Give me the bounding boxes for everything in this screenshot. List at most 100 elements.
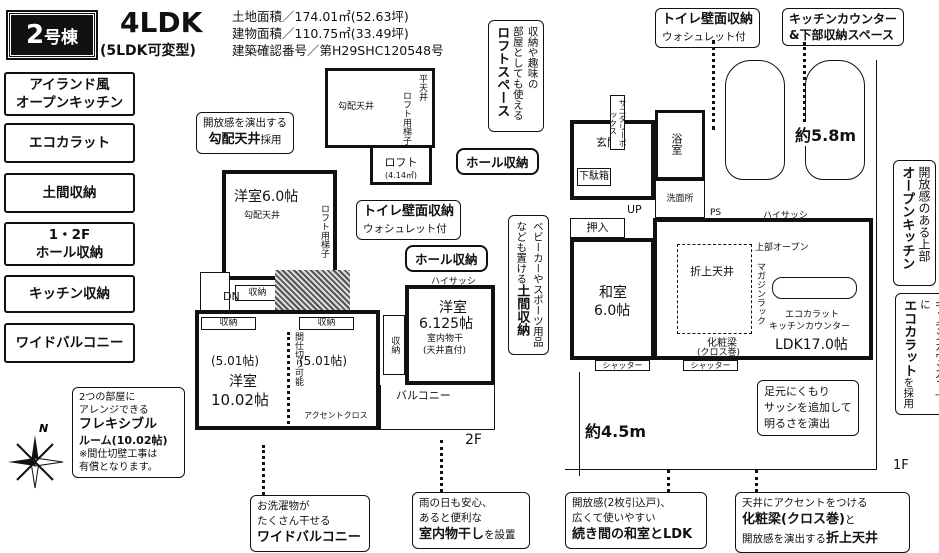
room-area: 10.02帖 bbox=[211, 391, 269, 409]
callout-text: &下部収納スペース bbox=[789, 28, 895, 43]
feature-ecocarat: エコカラット bbox=[4, 123, 135, 163]
callout-text: ウォシュレット付 bbox=[363, 222, 447, 235]
feature-label: オープンキッチン bbox=[15, 95, 124, 111]
room-label: 洋室 bbox=[229, 374, 257, 390]
callout-text: アレンジできる bbox=[79, 405, 149, 416]
callout-text: 開放感のある上部 bbox=[916, 166, 931, 262]
feature-label: アイランド風 bbox=[29, 76, 110, 93]
magazine-rack-label: マガジンラック bbox=[755, 262, 765, 325]
drying-callout: 雨の日も安心、あると便利な室内物干しを設置 bbox=[412, 492, 530, 550]
feature-label: エコカラット bbox=[29, 134, 110, 151]
building-suffix: 号棟 bbox=[44, 27, 79, 48]
callout-text: ※間仕切壁工事は bbox=[79, 449, 158, 461]
land-area: 土地面積／174.01㎡(52.63坪) bbox=[232, 9, 409, 24]
toilet-hall bbox=[275, 270, 350, 315]
callout-text: なども置ける bbox=[515, 221, 528, 284]
room-label: LDK17.0帖 bbox=[775, 337, 848, 353]
doma-storage-callout: ベビーカーやスポーツ用品なども置ける土間収納 bbox=[508, 215, 549, 355]
leader-line bbox=[803, 42, 806, 122]
callout-bold: 折上天井 bbox=[826, 531, 879, 547]
callout-text: 収納や趣味の bbox=[526, 26, 539, 89]
callout-text: 開放感を演出する bbox=[203, 117, 287, 129]
hall-storage-2f-callout: ホール収納 bbox=[405, 245, 488, 272]
open-kitchen-callout: 開放感のある上部オープンキッチン bbox=[893, 160, 936, 286]
drying-label: 室内物干 bbox=[427, 334, 464, 344]
leader-line bbox=[667, 470, 670, 492]
callout-bold: エコカラット bbox=[901, 299, 917, 377]
feature-doma: 土間収納 bbox=[4, 173, 135, 213]
feature-wide-balcony: ワイドバルコニー bbox=[4, 323, 135, 363]
callout-text: を採用 bbox=[902, 377, 915, 409]
layout-type: 4LDK bbox=[120, 6, 203, 39]
loft-label: 勾配天井 bbox=[338, 102, 375, 112]
storage: 収納 bbox=[235, 285, 280, 301]
callout-text: 明るさを演出 bbox=[764, 416, 830, 430]
callout-text: 有償となります。 bbox=[79, 462, 158, 474]
floor-label-1f: 1F bbox=[893, 458, 909, 473]
drying-sublabel: (天井直付) bbox=[423, 346, 467, 356]
callout-bold: ロフトスペース bbox=[494, 26, 510, 117]
callout-text: を設置 bbox=[484, 529, 516, 542]
hall-storage-1f-callout: ホール収納 bbox=[456, 148, 539, 175]
closet: 収納 bbox=[299, 317, 354, 330]
feature-island-kitchen: アイランド風オープンキッチン bbox=[4, 72, 135, 116]
high-sash-label: ハイサッシ bbox=[431, 277, 476, 287]
shoe-cabinet: 下駄箱 bbox=[577, 168, 611, 186]
partition-line: 間仕切り可能 bbox=[287, 332, 305, 424]
high-sash-label: ハイサッシ bbox=[763, 211, 808, 221]
leader-line bbox=[712, 40, 715, 130]
callout-text: 開放感(2枚引込戸)、 bbox=[572, 497, 671, 509]
feature-label: キッチン収納 bbox=[29, 285, 110, 302]
shutter: シャッター bbox=[595, 360, 650, 371]
toilet-storage-2f-callout: トイレ壁面収納ウォシュレット付 bbox=[356, 200, 462, 241]
feature-label: ホール収納 bbox=[35, 245, 104, 261]
loft-space-callout: 収納や趣味の部屋としても使えるロフトスペース bbox=[488, 20, 544, 132]
beam-label: 化粧梁 bbox=[707, 338, 737, 349]
kitchen-counter-label: キッチンカウンター bbox=[769, 322, 851, 332]
closet: 収納 bbox=[201, 317, 256, 330]
ecocarat-callout: キッチンカウンター下にエコカラットを採用 bbox=[895, 293, 939, 415]
callout-text: お洗濯物が bbox=[257, 500, 310, 512]
callout-bold: ルーム(10.02帖) bbox=[79, 433, 168, 447]
balcony: バルコニー bbox=[380, 385, 495, 430]
callout-text: 採用 bbox=[260, 134, 282, 147]
storage: 収納 bbox=[383, 315, 405, 375]
room-label: 和室 bbox=[599, 285, 627, 301]
ecocarat-label: エコカラット bbox=[785, 310, 840, 320]
balcony-callout: お洗濯物がたくさん干せるワイドバルコニー bbox=[250, 495, 370, 553]
accent-cross-label: アクセントクロス bbox=[304, 411, 368, 420]
feature-label: 1・2F bbox=[48, 226, 91, 243]
loft-ceiling-plan: 勾配天井 平天井 ロフト用梯子 bbox=[325, 68, 435, 148]
floor-label-2f: 2F bbox=[465, 432, 482, 448]
washroom: 洗面所 bbox=[655, 180, 705, 218]
callout-text: と bbox=[844, 514, 856, 527]
callout-text: 足元にくもり bbox=[764, 385, 830, 398]
leader-line bbox=[440, 440, 443, 492]
leader-line bbox=[262, 445, 265, 495]
beam-sublabel: (クロス巻) bbox=[697, 348, 741, 358]
balcony-label: バルコニー bbox=[396, 389, 451, 402]
room-area: 6.125帖 bbox=[419, 316, 474, 332]
callout-text: キッチンカウンター bbox=[789, 12, 898, 26]
room-label: 洋室 bbox=[439, 300, 467, 316]
island-counter bbox=[772, 277, 857, 299]
toilet-storage-1f-callout: トイレ壁面収納ウォシュレット付 bbox=[655, 8, 761, 49]
ps-label: PS bbox=[710, 208, 722, 218]
entrance: 玄関 bbox=[570, 120, 655, 200]
stairs-up-label: UP bbox=[627, 203, 642, 216]
depth-dimension: 約4.5m bbox=[585, 422, 647, 441]
layout-variant: (5LDK可変型) bbox=[100, 43, 196, 59]
flexible-room-callout: 2つの部屋にアレンジできるフレキシブルルーム(10.02帖)※間仕切壁工事は有償… bbox=[72, 387, 185, 479]
callout-text: 雨の日も安心、 bbox=[419, 497, 493, 509]
building-number: 2 bbox=[25, 20, 45, 50]
kitchen-counter-callout: キッチンカウンター&下部収納スペース bbox=[782, 8, 905, 47]
callout-bold: フレキシブル bbox=[79, 417, 158, 432]
upper-open-label: 上部オープン bbox=[755, 243, 809, 253]
site-boundary bbox=[565, 60, 877, 470]
sanitary-box: サニタリーボックス bbox=[609, 95, 627, 150]
loft-label: ロフト用梯子 bbox=[401, 91, 411, 145]
callout-bold: トイレ壁面収納 bbox=[363, 204, 455, 219]
ceiling-callout: 天井にアクセントをつける化粧梁(クロス巻)と開放感を演出する折上天井 bbox=[735, 492, 910, 553]
